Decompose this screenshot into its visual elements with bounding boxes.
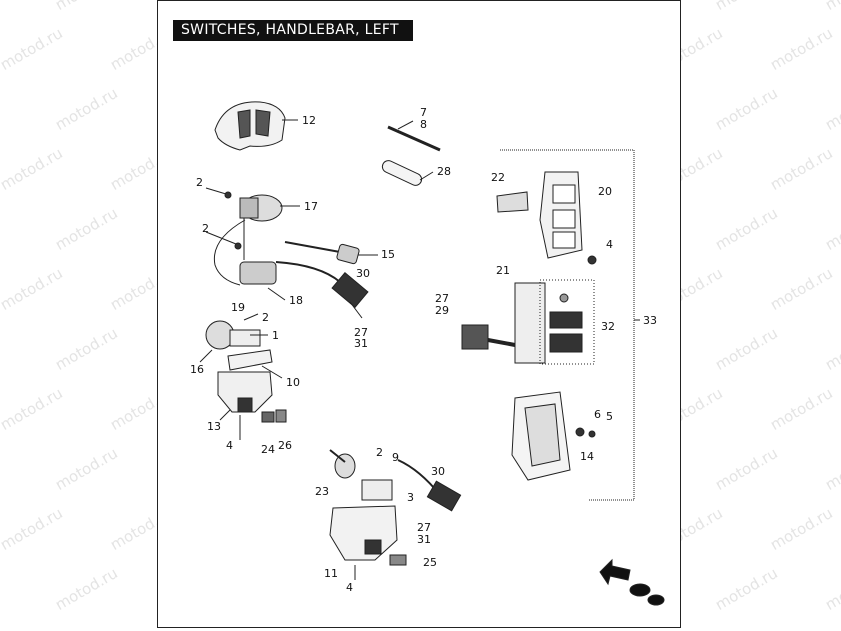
callout-label: 2: [196, 176, 203, 189]
callout-label: 21: [496, 264, 510, 277]
lower-switch-part: [239, 261, 369, 319]
upper-switch-part: [205, 187, 300, 222]
callout-label: 14: [580, 450, 594, 463]
callout-label: 25: [423, 556, 437, 569]
callout-label: 8: [420, 118, 427, 131]
callout-label: 28: [437, 165, 451, 178]
callout-label: 27: [417, 521, 431, 534]
callout-label: 16: [190, 363, 204, 376]
callout-label: 4: [346, 581, 353, 594]
callout-label: 31: [417, 533, 431, 546]
callout-label: 18: [289, 294, 303, 307]
switch-housing-right-part: [511, 391, 596, 481]
cable-strap-part: [387, 120, 441, 152]
switch-assembly-bottom-part: [329, 449, 462, 580]
callout-label: 6: [594, 408, 601, 421]
callout-label: 10: [286, 376, 300, 389]
callout-label: 27: [354, 326, 368, 339]
callout-label: 9: [392, 451, 399, 464]
callout-label: 11: [324, 567, 338, 580]
callout-label: 24: [261, 443, 275, 456]
callout-label: 33: [643, 314, 657, 327]
housing-cover-part: [214, 101, 298, 151]
callout-label: 27: [435, 292, 449, 305]
callout-label: 1: [272, 329, 279, 342]
callout-label: 12: [302, 114, 316, 127]
switch-cover-part: [496, 171, 597, 265]
callout-label: 22: [491, 171, 505, 184]
sleeve-part: [381, 160, 434, 186]
orientation-icon: [599, 558, 665, 606]
connector-part: [284, 241, 378, 265]
callout-label: 20: [598, 185, 612, 198]
callout-label: 30: [431, 465, 445, 478]
callout-label: 4: [606, 238, 613, 251]
callout-label: 23: [315, 485, 329, 498]
callout-label: 3: [407, 491, 414, 504]
callout-label: 30: [356, 267, 370, 280]
callout-label: 15: [381, 248, 395, 261]
callout-label: 32: [601, 320, 615, 333]
callout-label: 2: [376, 446, 383, 459]
switch-body-part: [461, 279, 595, 365]
callout-label: 5: [606, 410, 613, 423]
page-title: SWITCHES, HANDLEBAR, LEFT: [173, 20, 413, 41]
callout-label: 26: [278, 439, 292, 452]
callout-label: 7: [420, 106, 427, 119]
callout-label: 2: [262, 311, 269, 324]
callout-label: 17: [304, 200, 318, 213]
callout-label: 4: [226, 439, 233, 452]
callout-label: 2: [202, 222, 209, 235]
housing-part: [217, 371, 287, 440]
switch-housing-lower-part: [199, 313, 283, 379]
callout-label: 13: [207, 420, 221, 433]
callout-label: 19: [231, 301, 245, 314]
callout-label: 31: [354, 337, 368, 350]
callout-label: 29: [435, 304, 449, 317]
